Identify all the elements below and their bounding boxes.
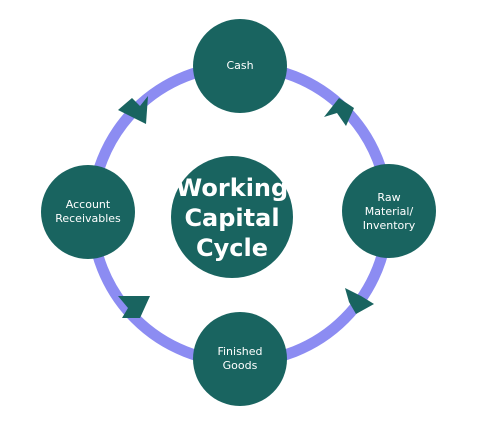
arrow-raw-to-finished-icon — [345, 288, 374, 314]
node-raw-material — [342, 164, 436, 258]
label-account-receivables: Account Receivables — [55, 198, 121, 225]
arrow-cash-to-raw-icon — [324, 98, 354, 126]
center-title-line3: Cycle — [196, 234, 268, 262]
center-node — [171, 156, 293, 278]
node-finished-goods — [193, 312, 287, 406]
label-cash: Cash — [226, 59, 254, 72]
center-title: Working Capital Cycle — [176, 173, 288, 263]
arrow-finished-to-receivables-icon — [118, 296, 150, 318]
center-title-line1: Working — [175, 174, 289, 202]
arrow-receivables-to-cash-icon — [118, 96, 148, 124]
node-account-receivables — [41, 165, 135, 259]
center-title-line2: Capital — [184, 204, 280, 232]
label-finished-goods: Finished Goods — [217, 345, 263, 372]
label-raw-material: Raw Material/ Inventory — [362, 191, 416, 232]
node-cash — [193, 19, 287, 113]
